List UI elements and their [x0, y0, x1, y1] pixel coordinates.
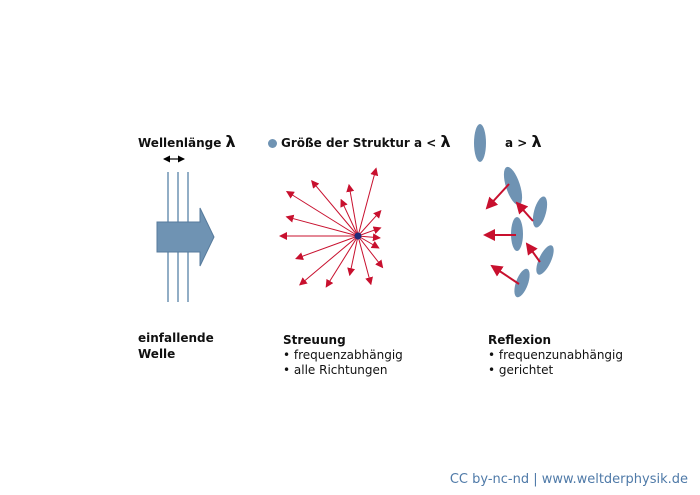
small-structure-heading: Größe der Struktur a < λ: [268, 134, 451, 151]
reflection-title: Reflexion: [488, 333, 552, 347]
less-than-symbol: <: [426, 136, 437, 150]
reflected-arrow-4: [525, 242, 541, 263]
incident-wave-group: [156, 155, 215, 302]
scattering-arrows-group: [279, 167, 384, 288]
structure-ellipse-reference: [474, 124, 486, 162]
scattered-arrow-8: [295, 235, 359, 260]
reflection-bullet-2: • gerichtet: [488, 363, 554, 377]
scattered-arrow-5: [285, 190, 359, 237]
incident-wave-caption-1: einfallende: [138, 331, 214, 345]
scattered-arrow-16: [357, 226, 382, 237]
greater-than-symbol: >: [517, 136, 528, 150]
scattered-arrow-17: [357, 209, 382, 237]
lambda-symbol-3: λ: [531, 132, 542, 151]
structure-ellipse-4: [536, 245, 554, 275]
scattered-arrow-13: [357, 235, 384, 269]
large-structure-heading-text: a: [505, 136, 514, 150]
credit-line: CC by-nc-nd | www.weltderphysik.de: [449, 472, 688, 487]
structure-ellipse-2: [532, 196, 548, 228]
large-structure-heading: a > λ: [505, 134, 542, 151]
small-structure-heading-text: Größe der Struktur a: [281, 136, 423, 150]
incident-wave-arrow: [156, 207, 215, 267]
scattered-arrow-6: [285, 214, 359, 237]
small-structure-dot: [354, 232, 362, 240]
reflected-arrow-5: [490, 264, 520, 285]
scattering-bullet-2: • alle Richtungen: [283, 363, 388, 377]
scattered-arrow-14: [357, 235, 380, 249]
structure-ellipse-5: [514, 268, 530, 298]
scattering-bullet-1: • frequenzabhängig: [283, 348, 403, 362]
scattered-arrow-2: [346, 183, 359, 237]
scattered-arrow-4: [311, 180, 359, 237]
incident-wave-caption-2: Welle: [138, 347, 176, 361]
lambda-symbol-2: λ: [440, 132, 451, 151]
scattered-arrow-11: [347, 235, 359, 277]
scattered-arrow-15: [357, 233, 381, 242]
scattered-arrow-1: [357, 167, 379, 237]
wavelength-heading: Wellenlänge λ: [138, 134, 236, 151]
reflected-arrow-2: [515, 201, 534, 222]
scattered-arrow-12: [357, 235, 373, 286]
reflected-arrow-1: [485, 183, 510, 210]
scattered-arrow-9: [299, 235, 359, 286]
structure-dot-icon: [268, 139, 277, 148]
structure-ellipse-3: [511, 217, 523, 251]
wavelength-heading-text: Wellenlänge: [138, 136, 222, 150]
reflection-bullet-1: • frequenzunabhängig: [488, 348, 623, 362]
scattering-title: Streuung: [283, 333, 346, 347]
scattered-arrow-10: [325, 235, 359, 288]
structure-ellipse-1: [503, 166, 523, 206]
lambda-symbol: λ: [225, 132, 236, 151]
reflection-group: [474, 124, 554, 298]
scattered-arrow-3: [340, 198, 359, 237]
